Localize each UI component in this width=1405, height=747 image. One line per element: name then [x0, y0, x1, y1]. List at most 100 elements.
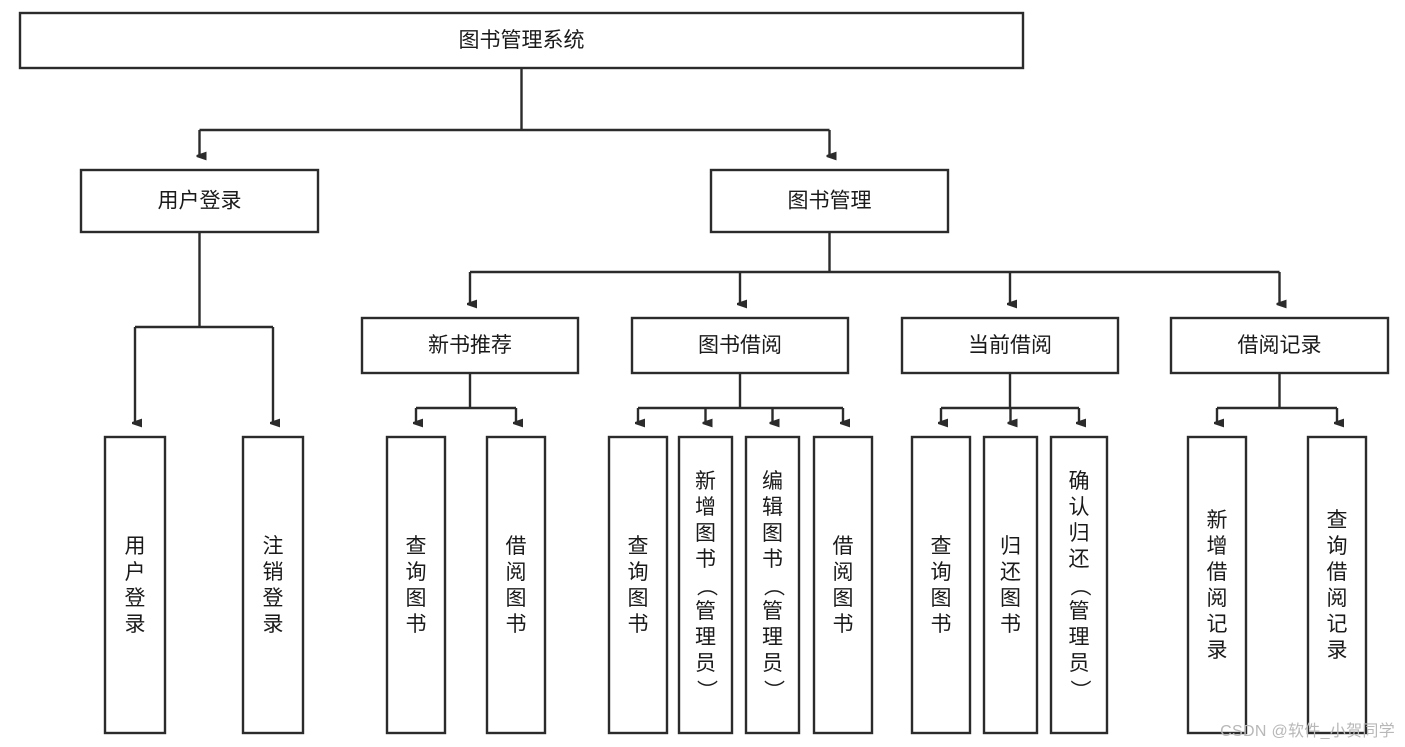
- node-label-char: ）: [1068, 680, 1091, 701]
- node-label-char: 注: [263, 535, 284, 558]
- node-label-char: 记: [1327, 613, 1348, 636]
- node-label-char: 阅: [506, 561, 527, 584]
- node-label-char: 询: [406, 561, 427, 584]
- node-label-char: 图: [695, 522, 716, 545]
- node-图书管理系统-root-0[interactable]: 图书管理系统: [18, 11, 1025, 70]
- node-label-char: 理: [762, 626, 783, 649]
- node-label-char: 书: [406, 613, 427, 636]
- node-label-char: 认: [1069, 496, 1090, 519]
- node-rect: [485, 435, 547, 735]
- node-label-char: （: [1068, 576, 1091, 597]
- node-label-char: 还: [1069, 548, 1090, 571]
- node-layer: 图书管理系统用户登录图书管理新书推荐图书借阅当前借阅借阅记录用户登录注销登录查询…: [18, 11, 1390, 735]
- node-label-char: 查: [406, 535, 427, 558]
- node-label-char: 借: [1207, 561, 1228, 584]
- node-label: 图书管理系统: [459, 29, 585, 52]
- node-label-char: 阅: [1327, 587, 1348, 610]
- node-label-char: 理: [1069, 626, 1090, 649]
- node-rect: [1049, 435, 1109, 735]
- node-用户登录-leaf-0[interactable]: 用户登录: [103, 435, 167, 735]
- connector-layer: [135, 68, 1337, 423]
- node-rect: [103, 435, 167, 735]
- node-用户登录-l2-0[interactable]: 用户登录: [79, 168, 320, 234]
- node-rect: [709, 168, 950, 234]
- node-label-char: 询: [628, 561, 649, 584]
- node-label-char: 理: [695, 626, 716, 649]
- node-label-char: 阅: [1207, 587, 1228, 610]
- node-新书推荐-l3-0[interactable]: 新书推荐: [360, 316, 580, 375]
- node-label-char: 询: [1327, 535, 1348, 558]
- node-label-char: 登: [263, 587, 284, 610]
- node-label-char: 归: [1000, 535, 1021, 558]
- node-label-char: ）: [762, 680, 785, 701]
- node-rect: [630, 316, 850, 375]
- node-rect: [812, 435, 874, 735]
- node-rect: [241, 435, 305, 735]
- node-label-char: 员: [762, 652, 783, 675]
- node-label-char: 书: [1000, 613, 1021, 636]
- node-借阅记录-l3-3[interactable]: 借阅记录: [1169, 316, 1390, 375]
- node-label-char: 书: [762, 548, 783, 571]
- node-rect: [744, 435, 801, 735]
- node-rect: [360, 316, 580, 375]
- node-label-char: 录: [125, 613, 146, 636]
- node-label-char: 图: [506, 587, 527, 610]
- node-label: 新书推荐: [428, 334, 512, 357]
- node-label-char: 确: [1069, 470, 1090, 493]
- node-label: 借阅记录: [1238, 334, 1322, 357]
- node-label-char: 借: [1327, 561, 1348, 584]
- node-当前借阅-l3-2[interactable]: 当前借阅: [900, 316, 1120, 375]
- node-label-char: 员: [1069, 652, 1090, 675]
- node-label-char: 增: [1207, 535, 1228, 558]
- node-label-char: 查: [628, 535, 649, 558]
- node-label-char: 查: [931, 535, 952, 558]
- node-label-char: 图: [931, 587, 952, 610]
- node-图书管理-l2-1[interactable]: 图书管理: [709, 168, 950, 234]
- node-label-char: 管: [1069, 600, 1090, 623]
- node-label-char: 询: [931, 561, 952, 584]
- node-label-char: 新: [1207, 509, 1228, 532]
- node-label-char: 查: [1327, 509, 1348, 532]
- node-rect: [1306, 435, 1368, 735]
- node-label-char: 图: [406, 587, 427, 610]
- node-label-char: 用: [125, 535, 146, 558]
- node-label: 图书借阅: [698, 334, 782, 357]
- node-label-char: （: [695, 576, 718, 597]
- node-rect: [910, 435, 972, 735]
- node-label-char: 增: [695, 496, 716, 519]
- node-label-char: 编: [762, 470, 783, 493]
- node-label-char: 书: [833, 613, 854, 636]
- node-label-char: 录: [1207, 639, 1228, 662]
- node-label-char: 书: [931, 613, 952, 636]
- node-label-char: 新: [695, 470, 716, 493]
- node-label-char: 图: [762, 522, 783, 545]
- node-label-char: 书: [628, 613, 649, 636]
- node-label-char: 销: [263, 561, 284, 584]
- node-label-char: 录: [263, 613, 284, 636]
- node-rect: [1169, 316, 1390, 375]
- node-label-char: 归: [1069, 522, 1090, 545]
- node-label-char: 记: [1207, 613, 1228, 636]
- node-label-char: 录: [1327, 639, 1348, 662]
- node-label-char: 员: [695, 652, 716, 675]
- node-label: 当前借阅: [968, 334, 1052, 357]
- node-label-char: 还: [1000, 561, 1021, 584]
- node-label: 用户登录: [158, 190, 242, 213]
- node-label-char: 借: [506, 535, 527, 558]
- node-图书借阅-l3-1[interactable]: 图书借阅: [630, 316, 850, 375]
- node-rect: [607, 435, 669, 735]
